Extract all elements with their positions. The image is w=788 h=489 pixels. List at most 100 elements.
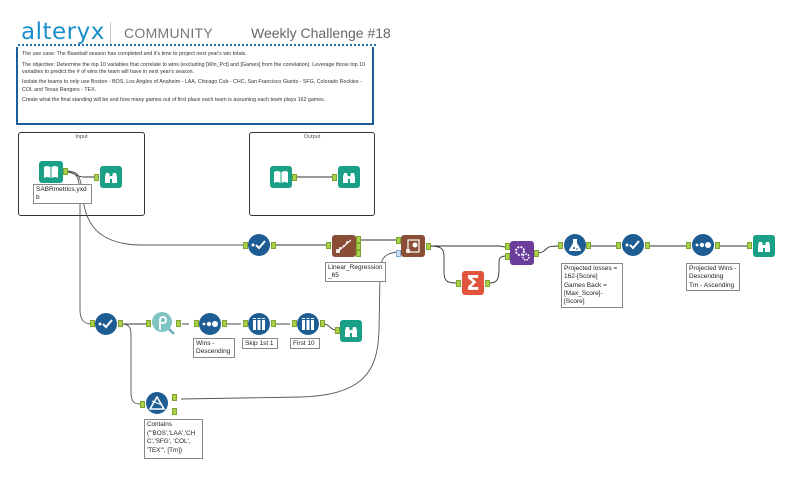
select-tool[interactable]	[622, 234, 644, 256]
tool-annotation: Linear_Regression _65	[325, 262, 386, 282]
output-anchor[interactable]	[292, 174, 297, 181]
append-fields-tool[interactable]	[510, 241, 534, 265]
tool-annotation: Skip 1st 1	[242, 338, 278, 349]
input-anchor[interactable]	[326, 242, 331, 249]
select-tool[interactable]	[95, 313, 117, 335]
community-link[interactable]: COMMUNITY	[124, 25, 214, 41]
output-anchor-true[interactable]	[172, 394, 177, 401]
comment-paragraph: The use case: The Baseball season has co…	[22, 51, 247, 57]
output-anchor[interactable]	[320, 320, 325, 327]
tool-annotation: Wins - Descending	[193, 338, 235, 358]
comment-paragraph: Isolate the teams to only use Boston - B…	[22, 79, 362, 93]
input-anchor[interactable]	[332, 174, 337, 181]
comment-paragraph: The objective: Determine the top 10 vari…	[22, 61, 366, 75]
output-anchor[interactable]	[222, 320, 227, 327]
input-anchor[interactable]	[146, 320, 151, 327]
input-anchor[interactable]	[94, 174, 99, 181]
output-anchor[interactable]	[485, 280, 490, 287]
header-divider	[110, 22, 111, 44]
header: alteryx COMMUNITY Weekly Challenge #18	[0, 0, 788, 46]
sort-tool[interactable]	[692, 234, 714, 256]
input-anchor[interactable]	[456, 280, 461, 287]
container-title: Output	[303, 134, 321, 140]
input-anchor[interactable]	[243, 242, 248, 249]
output-anchor[interactable]	[534, 250, 539, 257]
browse-tool[interactable]	[753, 235, 775, 257]
input-anchor-data[interactable]	[396, 250, 401, 257]
score-icon	[406, 239, 420, 253]
wire	[429, 245, 457, 284]
input-anchor[interactable]	[558, 242, 563, 249]
checkmark-icon	[625, 240, 640, 250]
input-anchor[interactable]	[243, 320, 248, 327]
browse-tool[interactable]	[340, 320, 362, 342]
output-anchor[interactable]	[586, 242, 591, 249]
input-anchor[interactable]	[292, 320, 297, 327]
output-anchor[interactable]	[271, 320, 276, 327]
checkmark-icon	[98, 319, 113, 329]
output-anchor[interactable]	[715, 242, 720, 249]
output-anchor[interactable]	[63, 168, 68, 175]
input-anchor[interactable]	[140, 401, 145, 408]
sample-bars-icon	[253, 318, 265, 330]
output-anchor-r[interactable]	[356, 243, 361, 250]
rho-magnifier-icon	[152, 312, 175, 335]
output-anchor[interactable]	[645, 242, 650, 249]
binoculars-icon	[758, 242, 770, 252]
binoculars-icon	[105, 173, 117, 183]
wire	[65, 170, 247, 246]
sigma-icon: Σ	[466, 271, 480, 295]
output-anchor[interactable]	[118, 320, 123, 327]
filter-triangle-icon	[149, 396, 165, 410]
input-data-tool[interactable]	[39, 161, 63, 183]
filter-tool[interactable]	[146, 392, 168, 414]
input-data-tool[interactable]	[270, 166, 292, 188]
comment-paragraph: Create what the final standing will be a…	[22, 97, 326, 104]
book-icon	[274, 171, 288, 183]
input-anchor[interactable]	[616, 242, 621, 249]
binoculars-icon	[345, 327, 357, 337]
input-anchor[interactable]	[194, 320, 199, 327]
input-anchor-target[interactable]	[505, 243, 510, 250]
input-anchor[interactable]	[747, 242, 752, 249]
binoculars-icon	[343, 173, 355, 183]
browse-tool[interactable]	[338, 166, 360, 188]
output-anchor[interactable]	[176, 320, 181, 327]
input-anchor-source[interactable]	[505, 253, 510, 260]
output-anchor[interactable]	[271, 242, 276, 249]
input-anchor[interactable]	[335, 327, 340, 334]
wire	[180, 251, 399, 400]
output-anchor-i[interactable]	[356, 250, 361, 257]
input-anchor[interactable]	[90, 320, 95, 327]
summarize-tool[interactable]: Σ	[462, 271, 484, 295]
output-anchor-o[interactable]	[356, 236, 361, 243]
input-anchor[interactable]	[686, 242, 691, 249]
tool-annotation: Projected losses = 162-[Score] Games Bac…	[561, 263, 623, 308]
sample-bars-icon	[302, 318, 314, 330]
wire	[489, 255, 508, 284]
wire	[535, 245, 561, 254]
sample-tool[interactable]	[297, 313, 319, 335]
sample-tool[interactable]	[248, 313, 270, 335]
sort-dots-icon	[202, 321, 218, 327]
pearson-correlation-tool[interactable]	[151, 311, 175, 337]
flask-icon	[569, 239, 581, 251]
alteryx-logo[interactable]: alteryx	[21, 19, 105, 45]
comment-box[interactable]: The use case: The Baseball season has co…	[16, 47, 374, 125]
gears-icon	[515, 246, 530, 261]
sort-tool[interactable]	[199, 313, 221, 335]
browse-tool[interactable]	[100, 166, 122, 188]
page-title: Weekly Challenge #18	[251, 25, 391, 41]
output-anchor[interactable]	[426, 243, 431, 250]
output-anchor-false[interactable]	[172, 408, 177, 415]
tool-annotation: Projected Wins - Descending Tm - Ascendi…	[686, 263, 740, 291]
regression-icon	[336, 239, 352, 253]
checkmark-icon	[251, 240, 266, 250]
formula-tool[interactable]	[564, 234, 586, 256]
select-tool[interactable]	[248, 234, 270, 256]
wire	[120, 323, 141, 405]
input-anchor-model[interactable]	[396, 237, 401, 244]
score-tool[interactable]	[401, 235, 425, 257]
wire	[430, 245, 506, 248]
linear-regression-tool[interactable]	[332, 235, 356, 257]
